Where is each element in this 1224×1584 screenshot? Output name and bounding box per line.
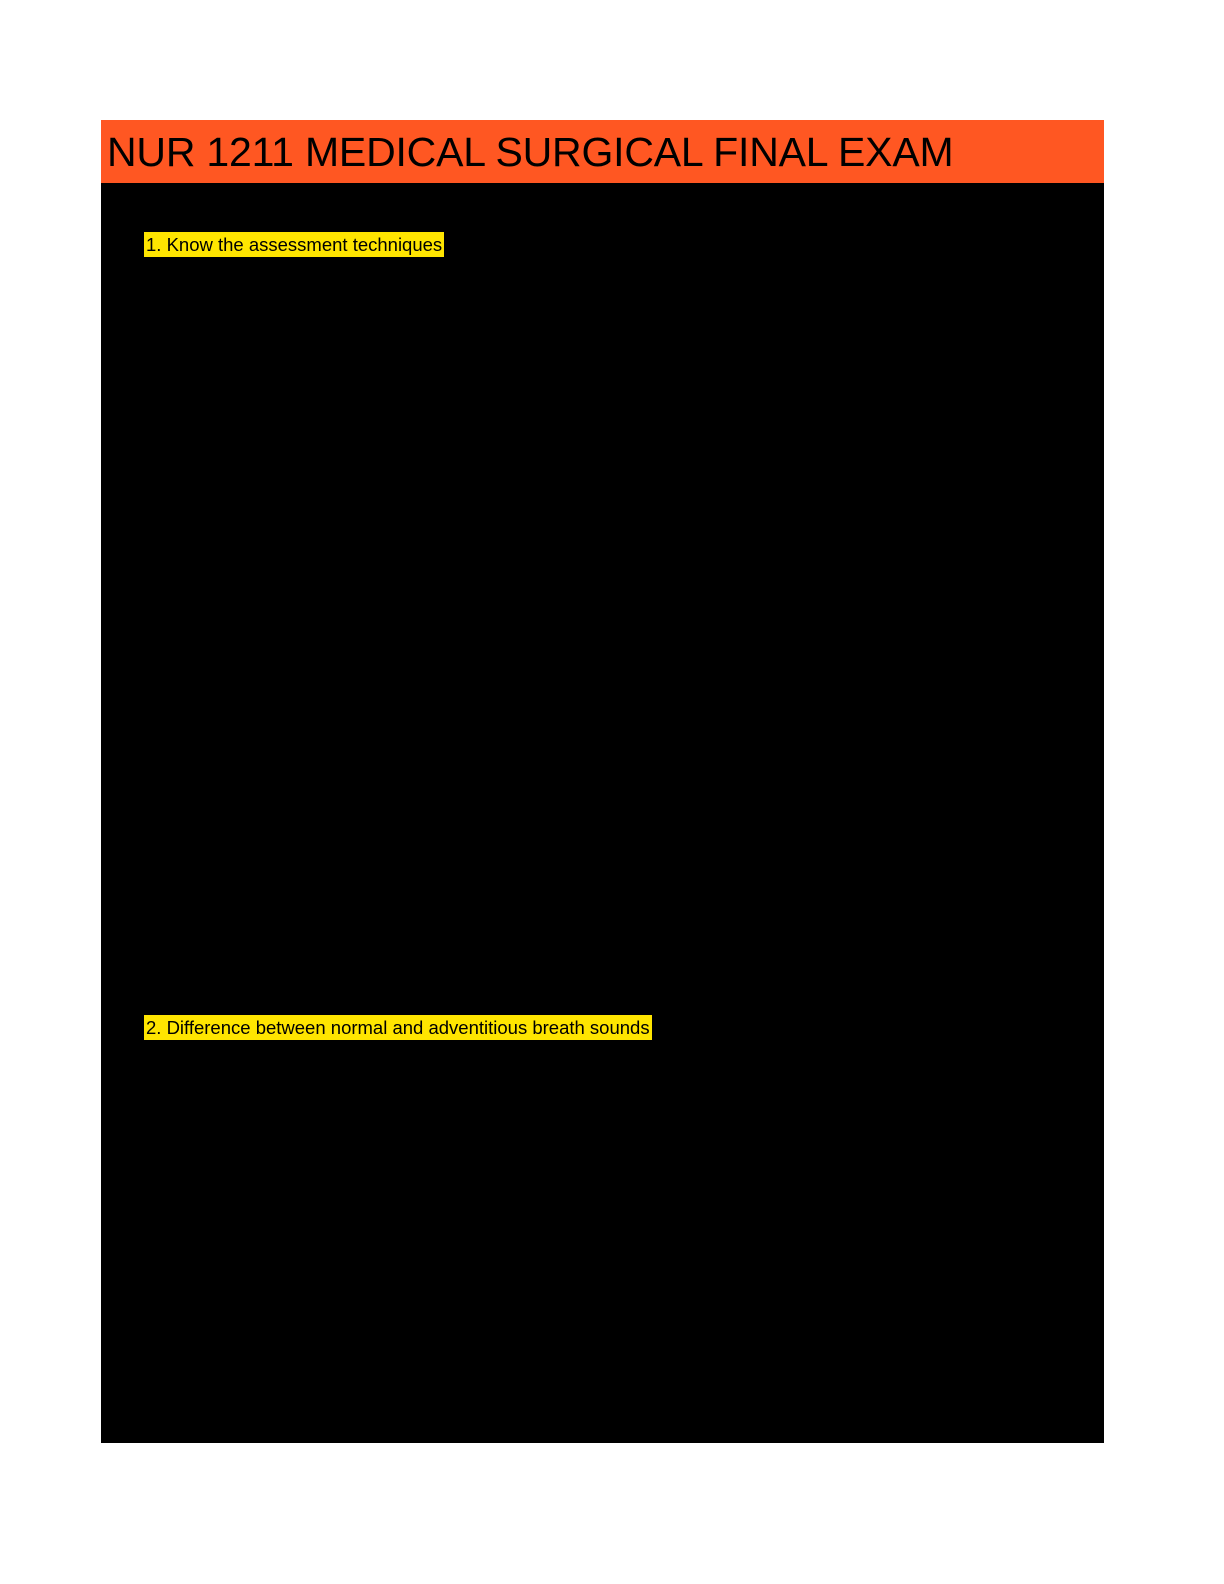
list-item: 2. Difference between normal and adventi… [144, 1015, 652, 1040]
page-title: NUR 1211 MEDICAL SURGICAL FINAL EXAM [107, 129, 954, 175]
list-item: 1. Know the assessment techniques [144, 232, 445, 257]
document-body: NUR 1211 MEDICAL SURGICAL FINAL EXAM 1. … [101, 120, 1104, 1443]
document-title-banner: NUR 1211 MEDICAL SURGICAL FINAL EXAM [101, 120, 1104, 183]
